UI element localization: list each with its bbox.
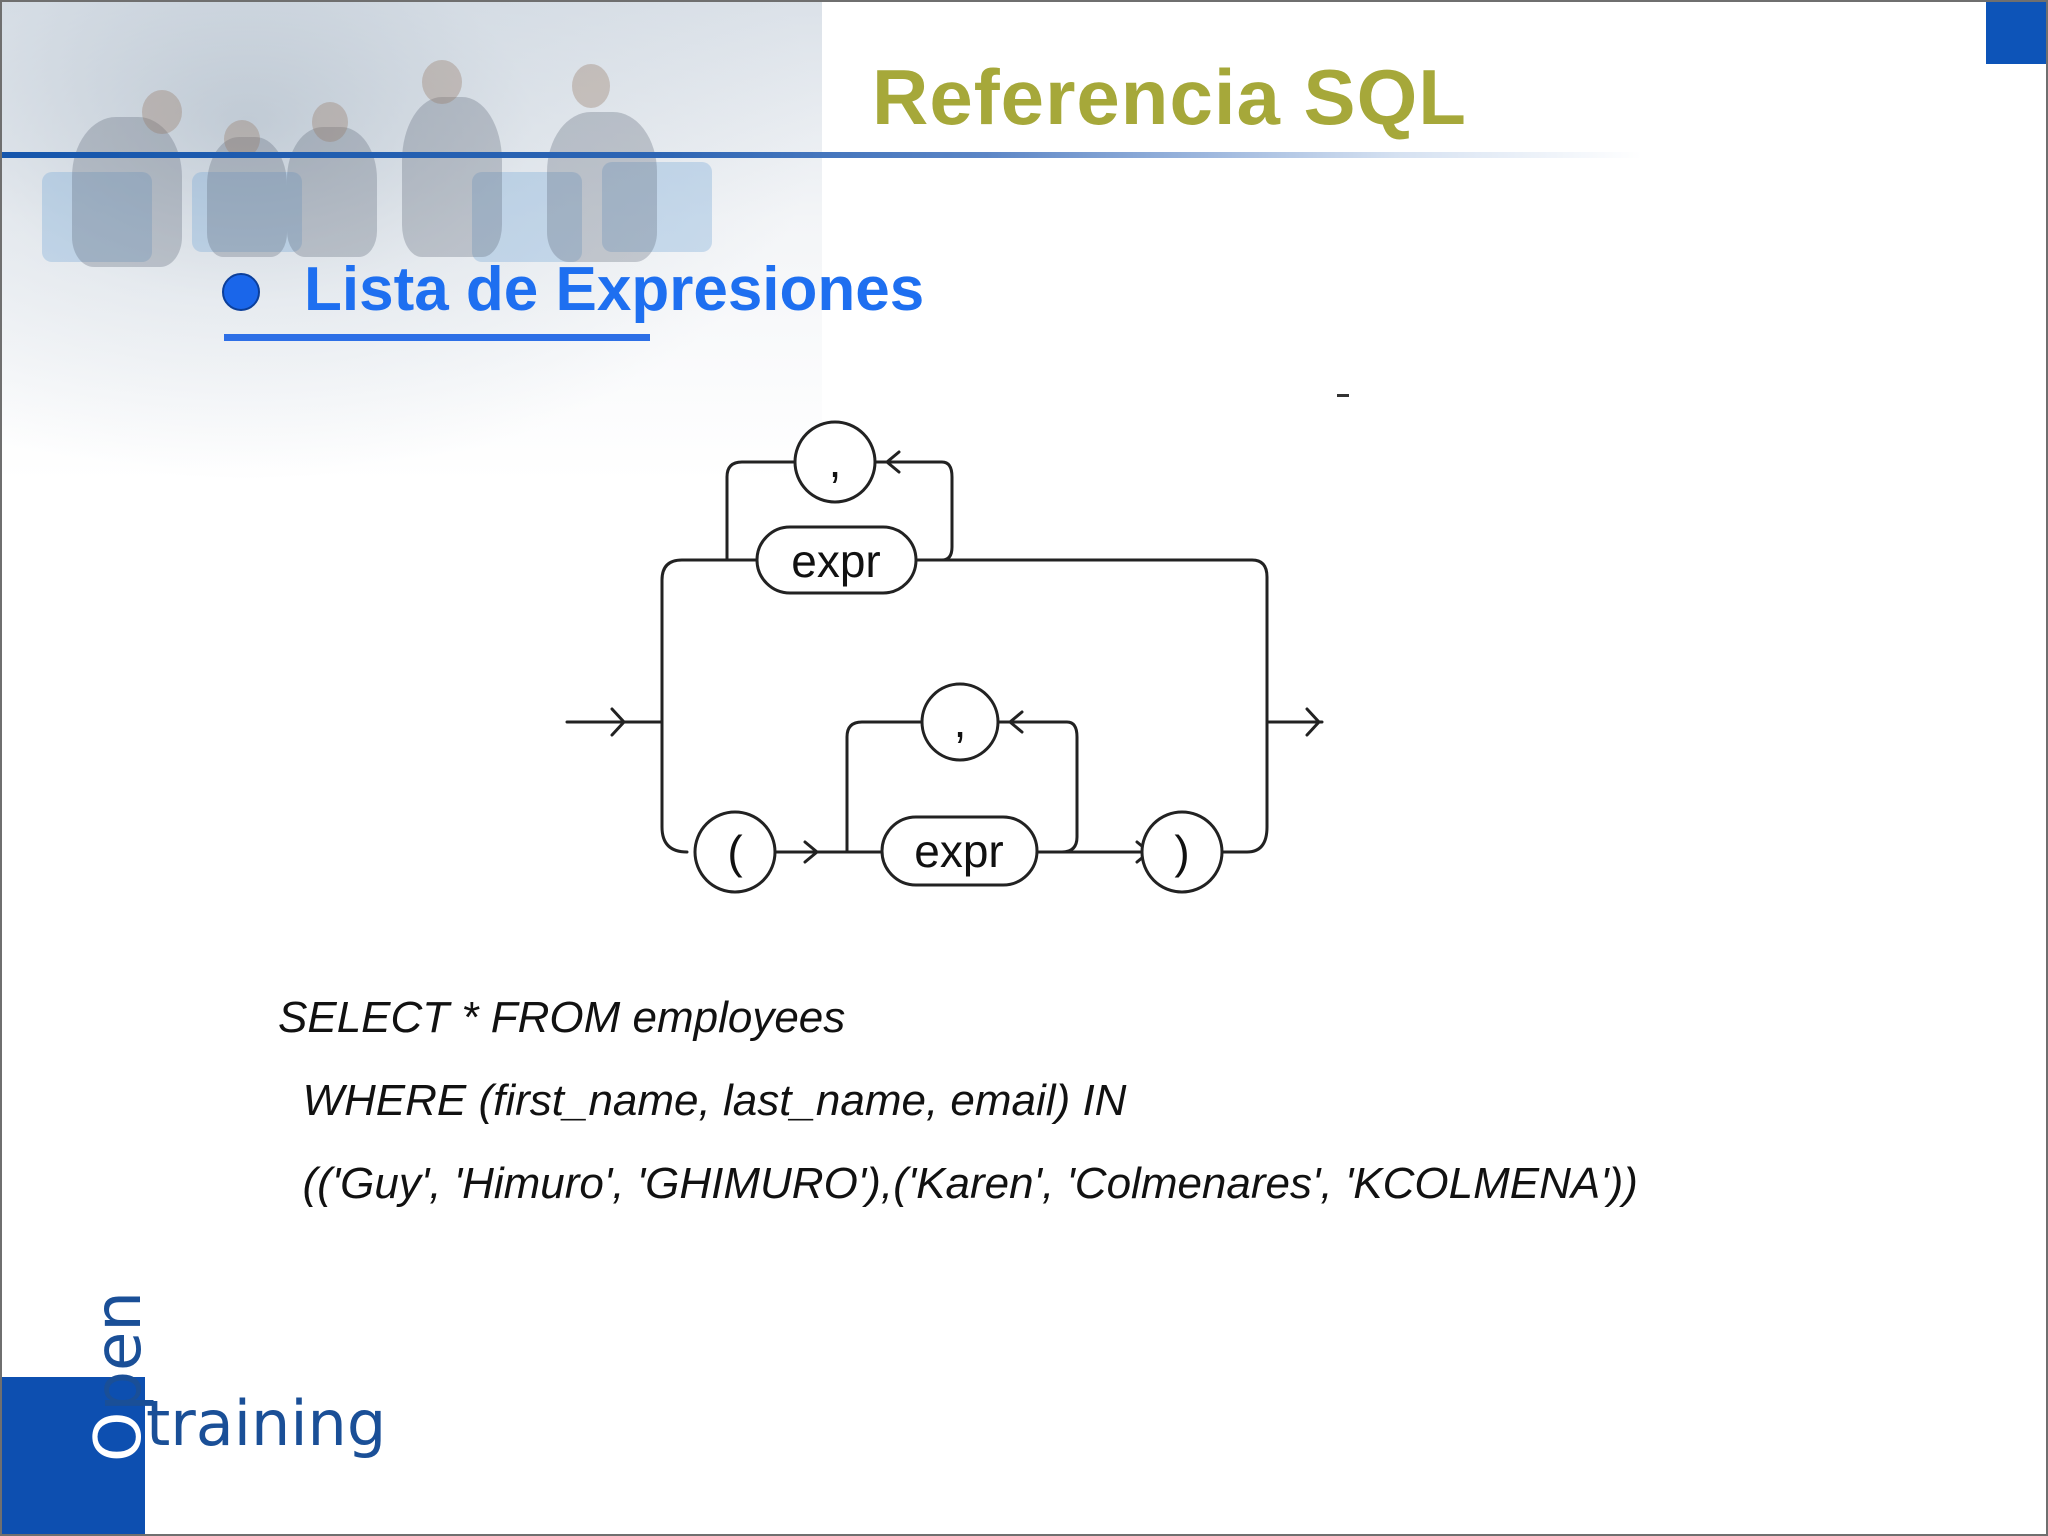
corner-accent: [1986, 2, 2046, 64]
background-photo: [2, 2, 822, 482]
code-line-1: SELECT * FROM employees: [278, 993, 846, 1042]
code-line-3: (('Guy', 'Himuro', 'GHIMURO'),('Karen', …: [278, 1159, 1638, 1208]
code-line-2: WHERE (first_name, last_name, email) IN: [278, 1076, 1127, 1125]
syntax-diagram: , expr ( , expr ): [565, 420, 1324, 894]
logo-open-text: Open: [82, 1291, 156, 1462]
upper-separator-label: ,: [829, 435, 842, 487]
slide-title: Referencia SQL: [872, 53, 1467, 141]
heading-underline: [224, 334, 650, 341]
bullet-icon: [222, 273, 260, 311]
logo-block: [2, 1377, 145, 1534]
lower-expr-label: expr: [914, 825, 1003, 877]
open-paren-label: (: [727, 826, 743, 878]
code-example: SELECT * FROM employees WHERE (first_nam…: [278, 992, 1638, 1241]
close-paren-label: ): [1174, 826, 1189, 878]
stray-mark: [1337, 394, 1349, 397]
lower-separator-label: ,: [954, 695, 967, 747]
title-underline: [2, 152, 1642, 158]
logo-training-text: training: [146, 1387, 387, 1460]
section-heading: Lista de Expresiones: [304, 255, 925, 324]
upper-expr-label: expr: [791, 535, 880, 587]
